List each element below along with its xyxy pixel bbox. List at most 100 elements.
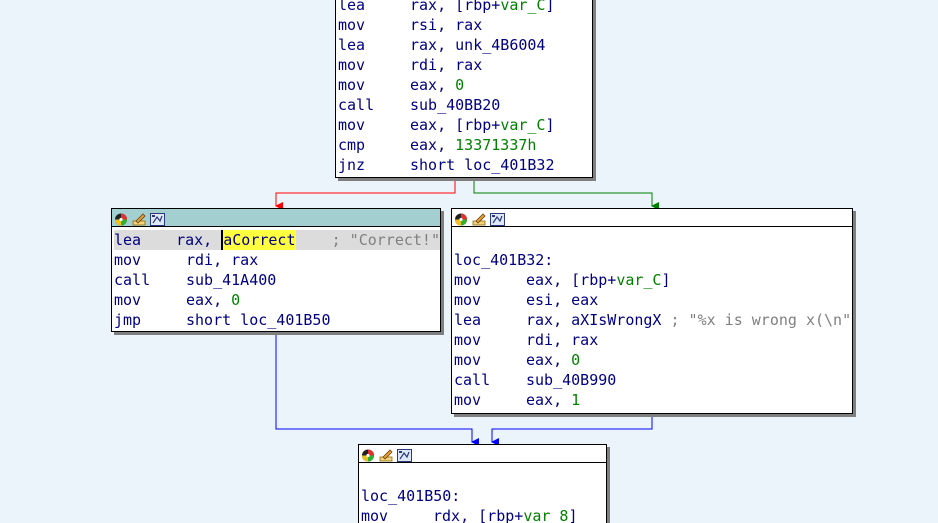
operand[interactable]: eax, [rbp+ xyxy=(526,271,617,289)
operand[interactable]: ; "Correct!" xyxy=(295,231,440,249)
operand[interactable]: sub_40B990 xyxy=(526,371,617,389)
operand[interactable]: Correct xyxy=(232,230,296,250)
mnemonic[interactable]: mov xyxy=(361,507,389,523)
operand[interactable]: var_C xyxy=(500,0,546,14)
asm-line[interactable]: mov eax, 0 xyxy=(454,350,852,370)
basic-block-loc-401b32[interactable]: loc_401B32:mov eax, [rbp+var_C] mov esi, ea… xyxy=(451,208,853,414)
asm-line[interactable]: mov esi, eax xyxy=(454,290,852,310)
mnemonic[interactable]: mov xyxy=(338,56,366,74)
operand[interactable]: esi, eax xyxy=(526,291,599,309)
asm-line[interactable]: mov rdi, rax xyxy=(454,330,852,350)
mnemonic[interactable]: lea xyxy=(338,0,366,14)
block-label[interactable]: loc_401B32: xyxy=(454,251,554,269)
asm-line[interactable]: mov rdi, rax xyxy=(114,250,440,270)
mnemonic[interactable]: lea xyxy=(454,311,482,329)
operand[interactable]: ] xyxy=(568,507,578,523)
operand[interactable]: var_8 xyxy=(523,507,569,523)
mnemonic[interactable]: jnz xyxy=(338,156,366,174)
mnemonic[interactable]: mov xyxy=(454,331,482,349)
mnemonic[interactable]: call xyxy=(454,371,491,389)
operand[interactable]: rdi, rax xyxy=(526,331,599,349)
group-nodes-icon[interactable] xyxy=(397,447,412,462)
operand[interactable]: eax, xyxy=(526,351,572,369)
operand[interactable]: eax, xyxy=(526,391,572,409)
mnemonic[interactable]: mov xyxy=(454,291,482,309)
mnemonic[interactable]: mov xyxy=(454,351,482,369)
operand[interactable]: eax, xyxy=(410,76,456,94)
asm-line[interactable]: mov eax, 0 xyxy=(338,75,592,95)
asm-line[interactable]: call sub_40B990 xyxy=(454,370,852,390)
mnemonic[interactable]: call xyxy=(338,96,375,114)
operand[interactable]: 0 xyxy=(231,291,241,309)
operand[interactable]: rsi, rax xyxy=(410,16,483,34)
operand[interactable]: 0 xyxy=(571,351,581,369)
asm-line[interactable]: mov eax, 1 xyxy=(454,390,852,410)
operand[interactable]: sub_40BB20 xyxy=(410,96,501,114)
operand[interactable]: short loc_401B32 xyxy=(410,156,555,174)
operand[interactable]: rdi, rax xyxy=(410,56,483,74)
graph-colors-icon[interactable] xyxy=(361,447,376,462)
operand[interactable]: rax, xyxy=(176,231,222,249)
operand[interactable]: 0 xyxy=(455,76,465,94)
mnemonic[interactable]: lea xyxy=(338,36,366,54)
operand[interactable]: rdi, rax xyxy=(186,251,259,269)
mnemonic[interactable]: mov xyxy=(338,16,366,34)
operand[interactable]: sub_41A400 xyxy=(186,271,277,289)
edge-true-branch[interactable] xyxy=(473,178,659,210)
edge-fallthrough-right[interactable] xyxy=(491,413,653,446)
asm-line[interactable]: mov eax, [rbp+var_C] xyxy=(338,115,592,135)
mnemonic[interactable]: lea xyxy=(114,231,142,249)
operand[interactable]: ] xyxy=(661,271,671,289)
mnemonic[interactable]: cmp xyxy=(338,136,366,154)
operand[interactable]: eax, [rbp+ xyxy=(410,116,501,134)
mnemonic[interactable]: mov xyxy=(338,116,366,134)
mnemonic[interactable]: call xyxy=(114,271,151,289)
operand[interactable]: rdx, [rbp+ xyxy=(433,507,524,523)
operand[interactable]: short loc_401B50 xyxy=(186,311,331,329)
operand[interactable]: rax, aXIsWrongX xyxy=(526,311,671,329)
group-nodes-icon[interactable] xyxy=(150,211,165,226)
operand[interactable]: 1 xyxy=(571,391,581,409)
mnemonic[interactable]: mov xyxy=(114,251,142,269)
basic-block-loc-401b50[interactable]: loc_401B50:mov rdx, [rbp+var_8] xyxy=(358,444,607,523)
asm-line[interactable]: mov rdi, rax xyxy=(338,55,592,75)
edge-false-branch[interactable] xyxy=(275,178,456,210)
asm-line[interactable]: mov eax, 0 xyxy=(114,290,440,310)
asm-line[interactable]: lea rax, unk_4B6004 xyxy=(338,35,592,55)
mnemonic[interactable]: mov xyxy=(114,291,142,309)
asm-line[interactable]: call sub_40BB20 xyxy=(338,95,592,115)
operand[interactable]: eax, xyxy=(410,136,456,154)
operand[interactable]: rax, unk_4B6004 xyxy=(410,36,546,54)
mnemonic[interactable]: mov xyxy=(454,391,482,409)
asm-line[interactable]: mov rsi, rax xyxy=(338,15,592,35)
asm-line[interactable]: mov rdx, [rbp+var_8] xyxy=(361,506,606,523)
asm-line[interactable]: call sub_41A400 xyxy=(114,270,440,290)
operand[interactable]: ] xyxy=(545,116,555,134)
asm-line[interactable]: lea rax, [rbp+var_C] xyxy=(338,0,592,15)
group-nodes-icon[interactable] xyxy=(490,211,505,226)
graph-colors-icon[interactable] xyxy=(454,211,469,226)
asm-line[interactable]: mov eax, [rbp+var_C] xyxy=(454,270,852,290)
operand[interactable]: ] xyxy=(545,0,555,14)
asm-line[interactable]: lea rax, aXIsWrongX ; "%x is wrong x(\n" xyxy=(454,310,852,330)
operand[interactable]: ; "%x is wrong x(\n" xyxy=(670,311,852,329)
operand[interactable]: var_C xyxy=(500,116,546,134)
graph-colors-icon[interactable] xyxy=(114,211,129,226)
mnemonic[interactable]: jmp xyxy=(114,311,142,329)
asm-line[interactable]: jnz short loc_401B32 xyxy=(338,155,592,175)
mnemonic[interactable]: mov xyxy=(454,271,482,289)
asm-line[interactable]: jmp short loc_401B50 xyxy=(114,310,440,330)
operand[interactable]: eax, xyxy=(186,291,232,309)
operand[interactable]: var_C xyxy=(616,271,662,289)
rename-icon[interactable] xyxy=(379,447,394,462)
block-label[interactable]: loc_401B50: xyxy=(361,487,461,505)
operand[interactable]: rax, [rbp+ xyxy=(410,0,501,14)
mnemonic[interactable]: mov xyxy=(338,76,366,94)
edge-jmp-left[interactable] xyxy=(275,332,479,446)
rename-icon[interactable] xyxy=(132,211,147,226)
